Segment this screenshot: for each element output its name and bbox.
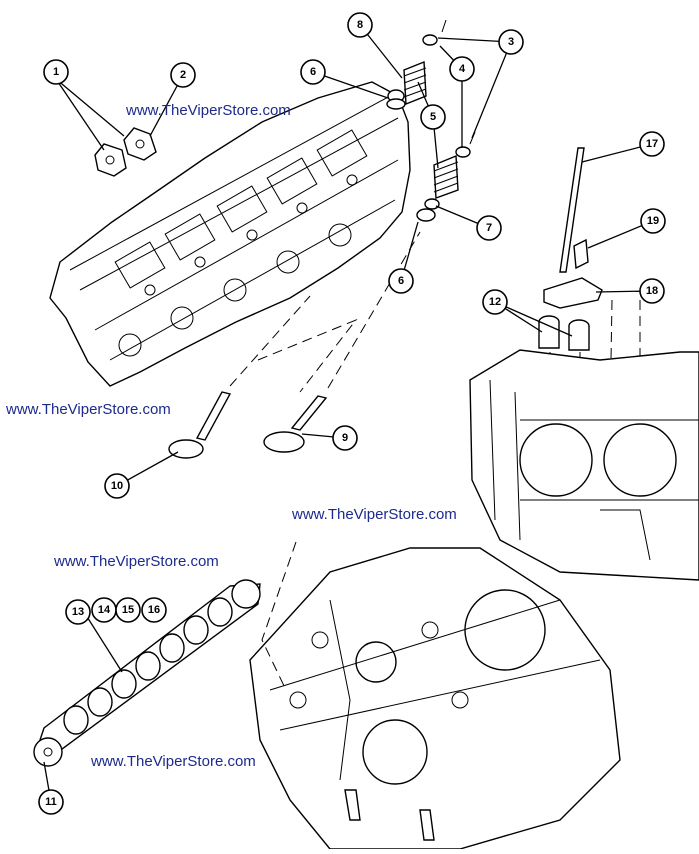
callout-7: 7: [476, 215, 502, 241]
callout-17: 17: [639, 131, 665, 157]
callout-13: 13: [65, 599, 91, 625]
svg-text:11: 11: [45, 796, 57, 808]
callout-14: 14: [91, 597, 117, 623]
callout-16: 16: [141, 597, 167, 623]
watermark-text: www.TheViperStore.com: [292, 506, 457, 523]
svg-text:18: 18: [646, 285, 658, 297]
valve-springs: [386, 19, 476, 222]
camshaft: [33, 579, 261, 767]
svg-text:4: 4: [459, 63, 466, 75]
callout-8: 8: [347, 12, 373, 38]
callout-10: 10: [104, 473, 130, 499]
rocker-arms: [94, 127, 157, 177]
callout-1: 1: [43, 59, 69, 85]
callout-11: 11: [38, 789, 64, 815]
callout-6-bottom: 6: [388, 268, 414, 294]
callout-4: 4: [449, 56, 475, 82]
svg-text:15: 15: [122, 604, 134, 616]
watermark-text: www.TheViperStore.com: [54, 553, 219, 570]
callout-12: 12: [482, 289, 508, 315]
callout-15: 15: [115, 597, 141, 623]
engine-block-right: [469, 349, 699, 581]
callout-6-top: 6: [300, 59, 326, 85]
watermark-text: www.TheViperStore.com: [6, 401, 171, 418]
svg-text:7: 7: [486, 222, 492, 234]
svg-text:9: 9: [342, 432, 348, 444]
svg-text:2: 2: [180, 69, 186, 81]
callout-18: 18: [639, 278, 665, 304]
svg-text:17: 17: [646, 138, 658, 150]
valves: [168, 231, 421, 459]
engine-block-bottom: [249, 541, 621, 850]
callout-2: 2: [170, 62, 196, 88]
svg-text:5: 5: [430, 111, 436, 123]
svg-text:14: 14: [98, 604, 111, 616]
cylinder-head: [49, 81, 411, 387]
svg-text:13: 13: [72, 606, 84, 618]
watermark-text: www.TheViperStore.com: [126, 102, 291, 119]
callout-19: 19: [640, 208, 666, 234]
svg-text:3: 3: [508, 36, 514, 48]
svg-text:16: 16: [148, 604, 160, 616]
svg-text:8: 8: [357, 19, 363, 31]
svg-text:10: 10: [111, 480, 123, 492]
watermark-text: www.TheViperStore.com: [91, 753, 256, 770]
callout-9: 9: [332, 425, 358, 451]
svg-text:19: 19: [647, 215, 659, 227]
callout-5: 5: [420, 104, 446, 130]
svg-text:6: 6: [398, 275, 404, 287]
callout-3: 3: [498, 29, 524, 55]
svg-text:12: 12: [489, 296, 501, 308]
svg-text:6: 6: [310, 66, 316, 78]
svg-text:1: 1: [53, 66, 59, 78]
